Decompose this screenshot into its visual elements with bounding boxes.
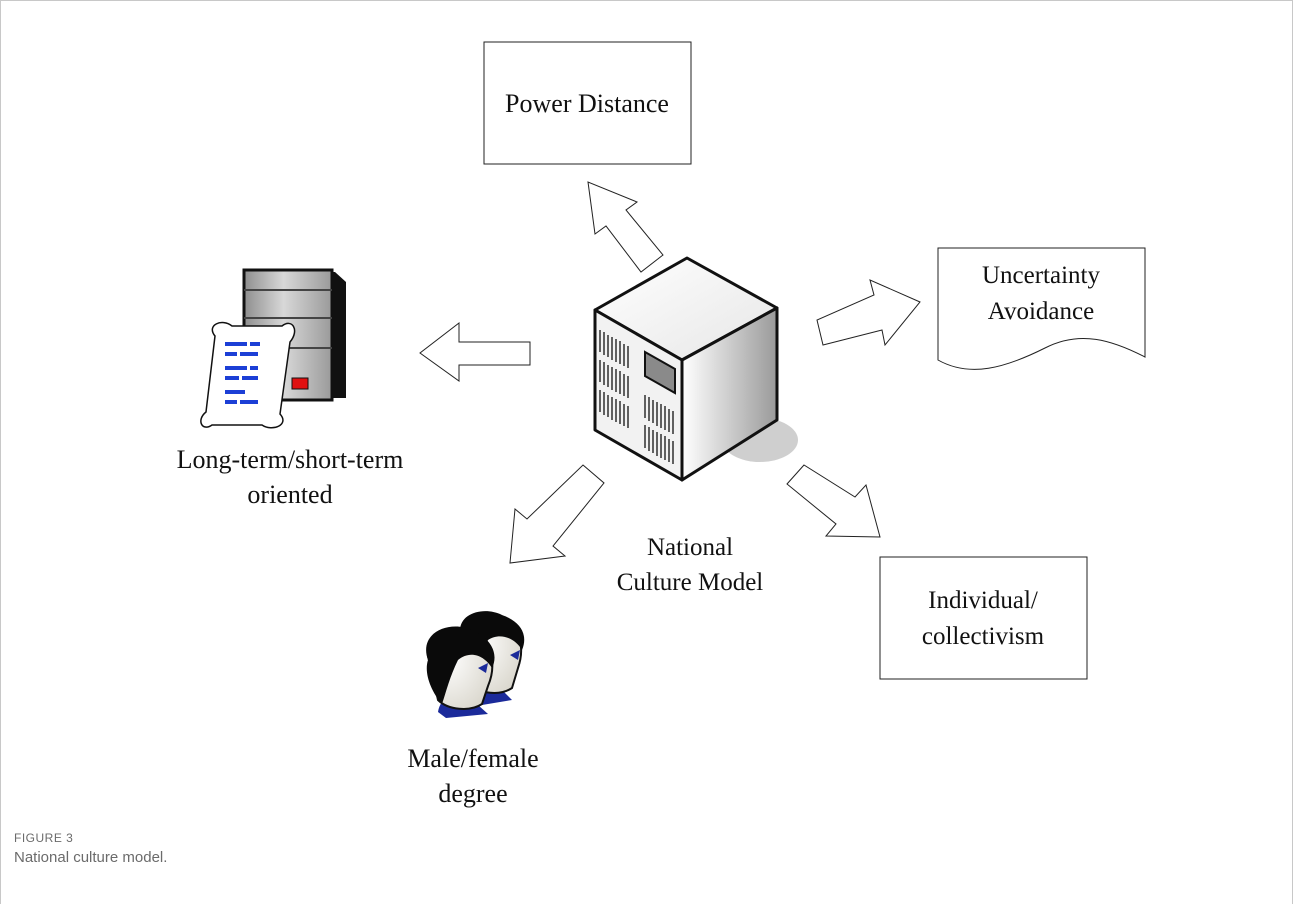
male-female-label-2: degree [438,779,507,808]
arrow-to-individualism [786,464,881,538]
document-shape [937,247,1146,370]
people-icon [426,611,525,718]
uncertainty-label-2: Avoidance [988,298,1094,325]
center-label-2: Culture Model [617,569,764,596]
arrow-to-male-female [509,464,605,564]
individualism-label-1: Individual/ [928,587,1038,614]
individualism-node: Individual/ collectivism [879,556,1088,680]
figure-number: FIGURE 3 [14,831,74,845]
mainframe-icon [593,256,798,482]
male-female-label-1: Male/female [407,744,538,773]
arrow-to-power-distance [587,181,664,273]
power-distance-box [483,41,692,165]
figure-caption: National culture model. [14,849,168,866]
individualism-label-2: collectivism [922,623,1045,650]
arrow-to-long-term [419,321,531,382]
individualism-box [879,556,1088,680]
center-label-1: National [647,534,733,561]
long-term-label-1: Long-term/short-term [177,445,404,474]
long-term-label-2: oriented [247,480,332,509]
arrow-to-uncertainty [816,279,921,347]
power-distance-label: Power Distance [505,89,669,118]
server-scroll-icon [200,268,346,429]
uncertainty-label-1: Uncertainty [982,262,1101,289]
uncertainty-avoidance-node: Uncertainty Avoidance [937,247,1146,370]
power-distance-node: Power Distance [483,41,692,165]
